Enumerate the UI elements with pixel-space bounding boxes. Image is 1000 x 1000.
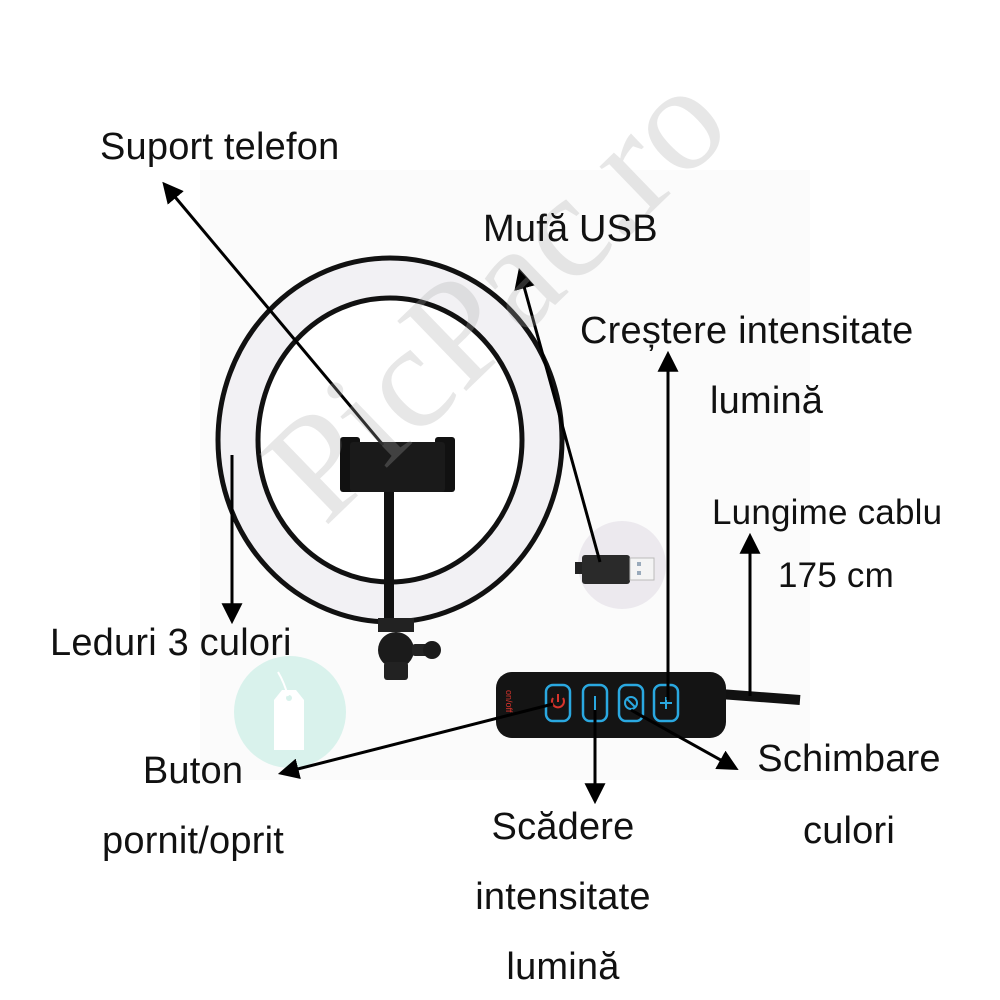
label-leds: Leduri 3 culori — [50, 622, 292, 664]
color-cycle-icon — [624, 696, 638, 710]
label-decrease-line2: intensitate — [475, 876, 651, 918]
color-button[interactable] — [617, 683, 645, 723]
label-usb-plug: Mufă USB — [483, 208, 658, 250]
ring-light — [215, 255, 565, 625]
arrow-usb-plug — [514, 267, 602, 563]
label-colors-line1: Schimbare — [757, 738, 941, 780]
arrow-phone-holder — [162, 181, 385, 446]
usb-plug — [575, 521, 666, 609]
label-decrease-line3: lumină — [506, 946, 620, 988]
label-decrease-line1: Scădere — [491, 806, 635, 848]
arrow-colors — [630, 708, 739, 771]
power-icon — [551, 694, 565, 709]
label-power-line2: pornit/oprit — [102, 820, 284, 862]
ball-head-mount — [378, 618, 441, 680]
label-cable-line2: 175 cm — [778, 556, 894, 595]
inline-controller — [496, 672, 726, 738]
label-phone-holder: Suport telefon — [100, 126, 340, 168]
power-button[interactable] — [544, 683, 572, 723]
label-power-line1: Buton — [142, 750, 244, 792]
label-cable-line1: Lungime cablu — [712, 493, 943, 532]
phone-holder — [340, 437, 455, 620]
label-increase-line2: lumină — [710, 380, 824, 422]
plus-icon — [660, 697, 672, 709]
plus-button[interactable] — [652, 683, 680, 723]
arrow-power — [277, 702, 554, 780]
label-colors-line2: culori — [802, 810, 896, 852]
usb-cable — [719, 689, 801, 705]
tag-logo-icon — [234, 656, 346, 768]
label-increase-line1: Creștere intensitate — [580, 310, 914, 352]
on-off-text: on/off — [504, 690, 514, 713]
